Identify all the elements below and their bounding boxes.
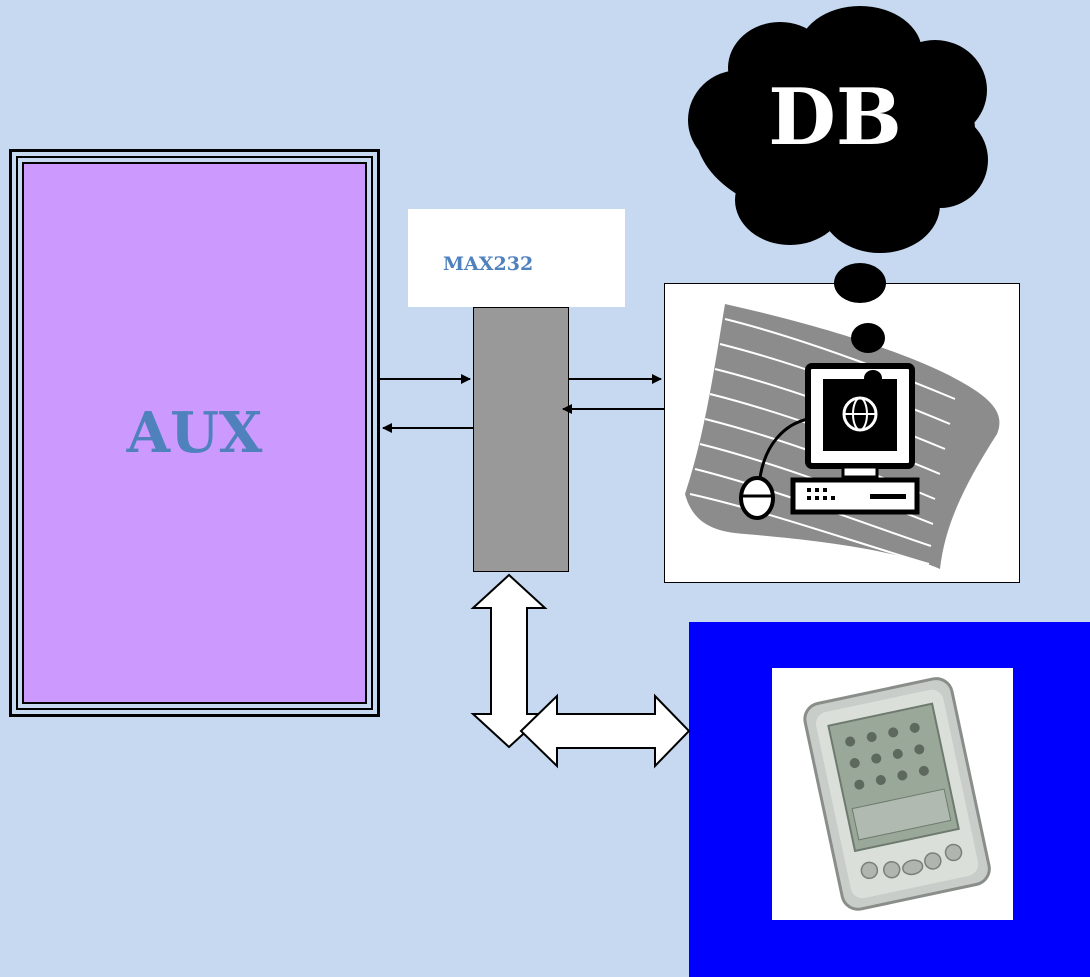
horizontal-double-arrow — [519, 693, 691, 769]
aux-block-border: AUX — [16, 156, 373, 710]
max232-label: MAX232 — [443, 253, 534, 275]
aux-block-body: AUX — [22, 162, 367, 704]
pda-device-icon — [803, 677, 991, 911]
computer-box — [664, 283, 1020, 583]
aux-label: AUX — [126, 400, 263, 466]
max232-label-box: MAX232 — [408, 209, 625, 307]
database-label: DB — [768, 72, 902, 163]
aux-block: AUX — [9, 149, 380, 717]
pda-frame — [772, 668, 1013, 920]
max232-chip — [473, 307, 569, 572]
computer-workstation-icon — [685, 304, 1000, 569]
vertical-double-arrow — [470, 573, 548, 749]
